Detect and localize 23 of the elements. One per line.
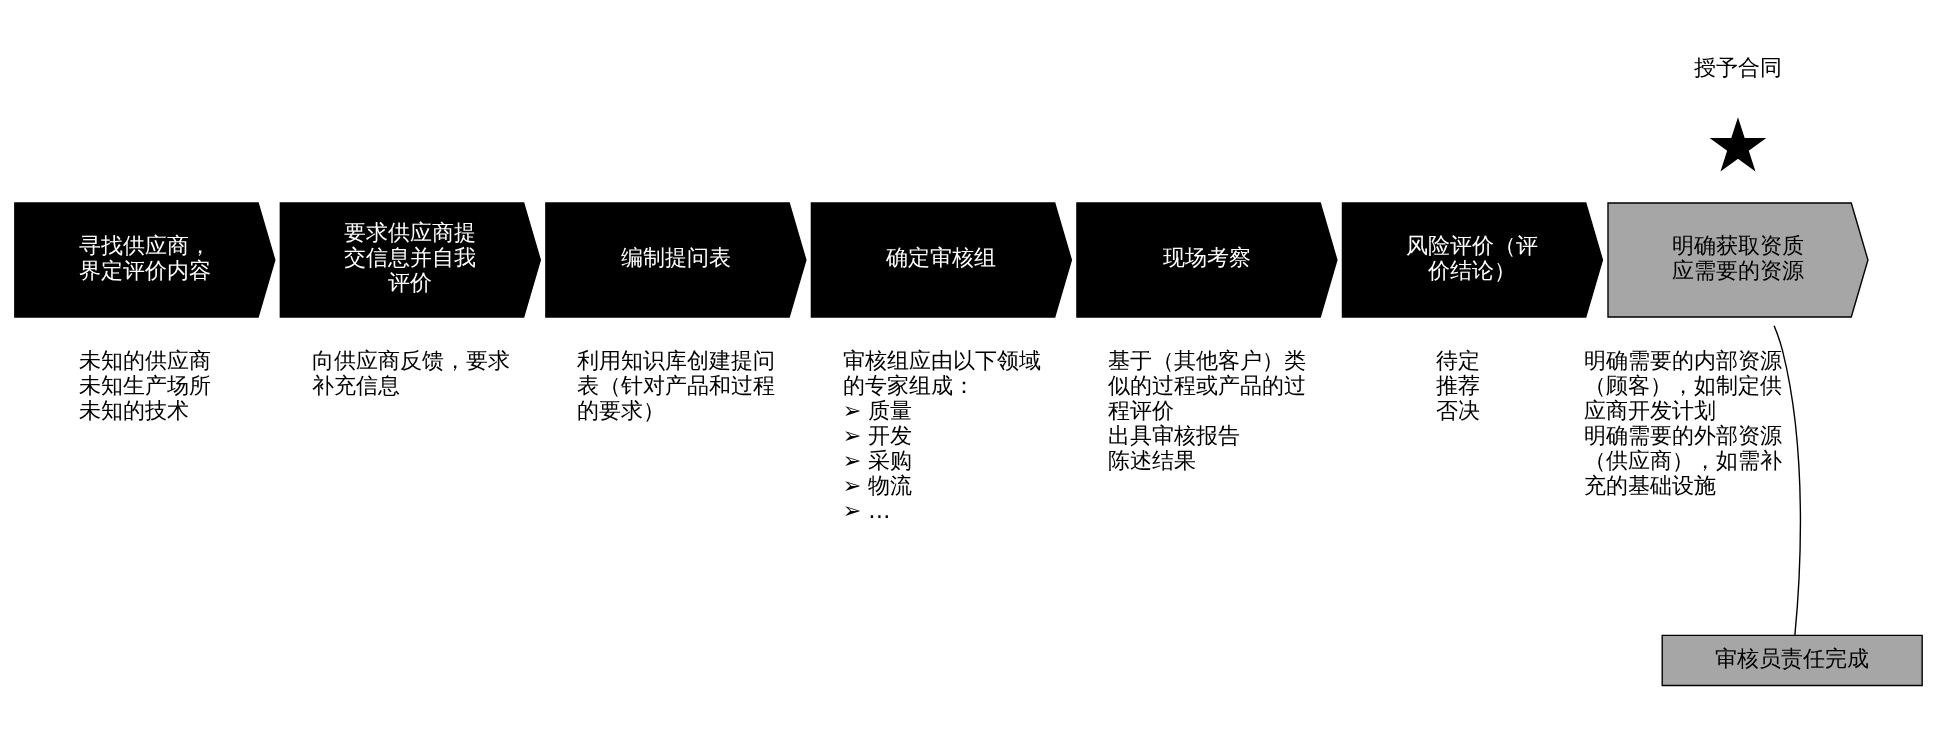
node-label: 明确需要的内部资源（顾客），如制定供应商开发计划 (1583, 347, 1782, 424)
node-label: 向供应商反馈，要求补充信息 (311, 347, 510, 399)
node-label: ➢ 开发 (842, 422, 913, 449)
node-label: 未知的供应商 (78, 347, 211, 374)
node-label: 利用知识库创建提问表（针对产品和过程的要求） (577, 347, 776, 424)
node-label: 推荐 (1436, 372, 1481, 399)
node-label: 未知生产场所 (78, 372, 211, 399)
node-label: 待定 (1436, 347, 1481, 374)
node-label: ➢ 质量 (842, 397, 913, 424)
node-label: ➢ 物流 (842, 472, 913, 499)
node-box: 审核员责任完成 (1661, 634, 1923, 687)
connector (1773, 325, 1802, 636)
node-label: 基于（其他客户）类似的过程或产品的过程评价 (1108, 347, 1307, 424)
node-label: 陈述结果 (1108, 447, 1197, 474)
node-label: ➢ 采购 (842, 447, 913, 474)
node-label: 明确需要的外部资源（供应商），如需补充的基础设施 (1583, 422, 1782, 499)
node-label: 未知的技术 (78, 397, 189, 424)
node-label: ➢ … (842, 497, 891, 524)
node-label: 审核组应由以下领域的专家组成： (842, 347, 1041, 399)
node-label: 出具审核报告 (1108, 422, 1241, 449)
node-star (1709, 117, 1767, 172)
node-label: 授予合同 (1693, 53, 1782, 80)
node-label: 否决 (1436, 397, 1481, 424)
